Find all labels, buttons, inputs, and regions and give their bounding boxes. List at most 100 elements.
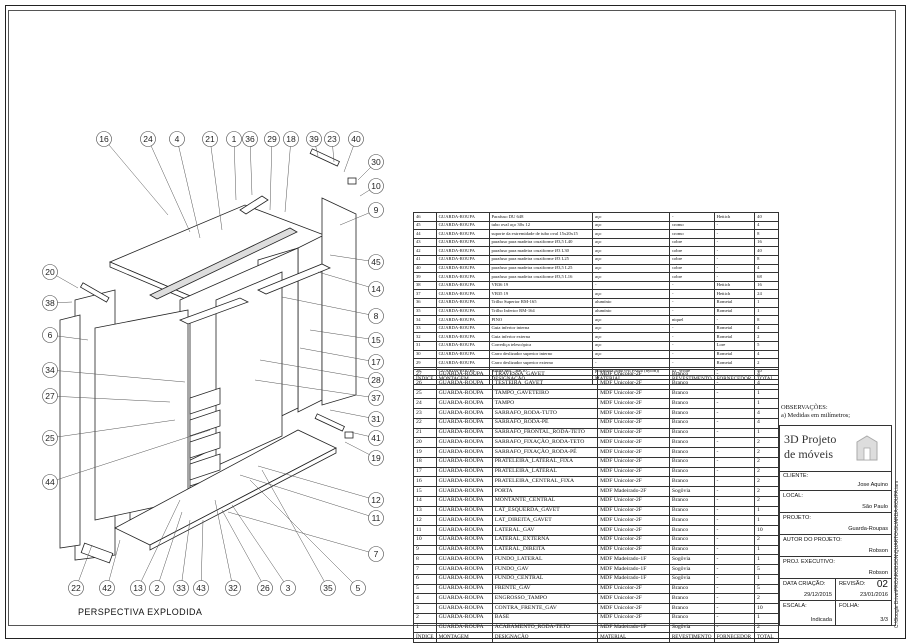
table-cell: MDF Madeirado-2F [597,486,670,497]
table-cell: 1 [754,388,779,400]
table-cell: - [713,466,756,478]
part-drawer-3 [189,431,221,459]
table-cell: MDF Unicolor-2F [597,505,670,517]
table-cell: ENGROSSO_TAMPO [491,593,599,604]
cliente-row: CLIENTE: Jose Aquino [780,471,891,491]
table-cell: MDF Unicolor-2F [597,612,670,624]
table-cell: TESTEIRA_GAVET [491,378,599,390]
table-cell: 6 [413,573,437,585]
part-top-rail [149,227,298,300]
table-cell: MDF Unicolor-2F [597,603,670,614]
callout-leader-line [269,138,273,211]
callout-balloon [368,332,384,348]
table-cell: Branco [668,534,715,546]
table-cell: GUARDA-ROUPA [435,476,493,487]
house-logo-icon [856,435,878,461]
table-cell: 35 [413,306,437,317]
table-cell: - [668,289,715,299]
table-cell: GUARDA-ROUPA [435,398,493,409]
callout-balloon [368,411,384,427]
callout-number: 41 [371,433,381,443]
table-cell: GUARDA-ROUPA [435,544,493,556]
callout-balloon [368,546,384,562]
table-cell: 1 [754,544,779,556]
callout-leader-line [180,519,191,589]
callout-number: 24 [143,134,153,144]
table-cell: - [713,554,756,565]
cliente-value: Jose Aquino [857,482,888,488]
part-right-side-panel [297,235,323,413]
part-right-side-outer [321,197,357,406]
table-cell: niquel [668,315,715,325]
table-cell: MDF Madeirado-1F [597,564,670,575]
callout-balloon [283,131,299,147]
table-cell: 4 [754,408,779,419]
callout-number: 25 [45,433,55,443]
part-drawer-2 [189,409,221,437]
table-cell: Branco [668,603,715,614]
table-cell: MDF Unicolor-2F [597,593,670,604]
table-cell: SARRAFO_RODA-PÉ [491,417,599,429]
table-cell: TAMPO [491,398,599,409]
callout-number: 45 [371,257,381,267]
callout-balloon [42,474,58,490]
table-cell: Sogôvia [668,573,715,585]
table-header-cell: DESIGNAÇÃO [491,632,599,643]
table-cell: 1 [754,297,779,308]
table-cell: - [668,340,715,351]
table-cell: 16 [754,237,779,248]
table-header-cell: TOTAL [754,632,779,643]
table-cell: 2 [754,495,779,507]
table-cell: - [668,280,715,291]
table-cell: GUARDA-ROUPA [435,417,493,429]
table-cell: GUARDA-ROUPA [435,220,490,231]
table-cell: Branco [668,525,715,536]
callout-number: 12 [371,495,381,505]
callout-balloon [368,354,384,370]
table-cell: aço [592,237,670,248]
table-cell: - [713,505,756,517]
table-cell: 2 [754,593,779,604]
table-cell: parafuso para madeira cruziforme Ø3 L25 [488,254,594,265]
table-cell: LATERAL_EXTERNA [491,534,599,546]
table-cell: 23 [413,408,437,419]
table-cell: VB35 19 [488,289,594,299]
part-shelf-right [257,263,331,295]
table-cell: MDF Unicolor-2F [597,583,670,595]
table-cell: Hettich [713,280,756,291]
callout-leader-line [329,409,377,420]
part-bracket-22 [80,542,114,564]
table-cell: parafuso para madeira cruziforme Ø3,5 L4… [488,237,594,248]
escala-folha-row: ESCALA: Indicada FOLHA: 3/3 [780,601,891,625]
callout-balloon [306,131,322,147]
table-cell: Branco [668,476,715,487]
table-cell: CONTRA_FRENTE_GAV [491,603,599,614]
local-row: LOCAL: São Paulo [780,491,891,513]
table-cell: 42 [413,246,437,256]
autor-value: Robson [868,548,888,554]
callout-number: 20 [45,267,55,277]
table-cell: Rometal [713,332,756,342]
table-cell: 2 [754,437,779,448]
table-cell: GUARDA-ROUPA [435,603,493,614]
callout-balloon [140,131,156,147]
callout-number: 44 [45,477,55,487]
callout-balloon [42,264,58,280]
table-cell: 16 [413,476,437,487]
table-cell: Branco [668,398,715,409]
table-cell: Sogôvia [668,554,715,565]
callout-balloon [257,580,273,596]
callout-number: 2 [155,583,160,593]
table-cell: - [713,220,756,231]
